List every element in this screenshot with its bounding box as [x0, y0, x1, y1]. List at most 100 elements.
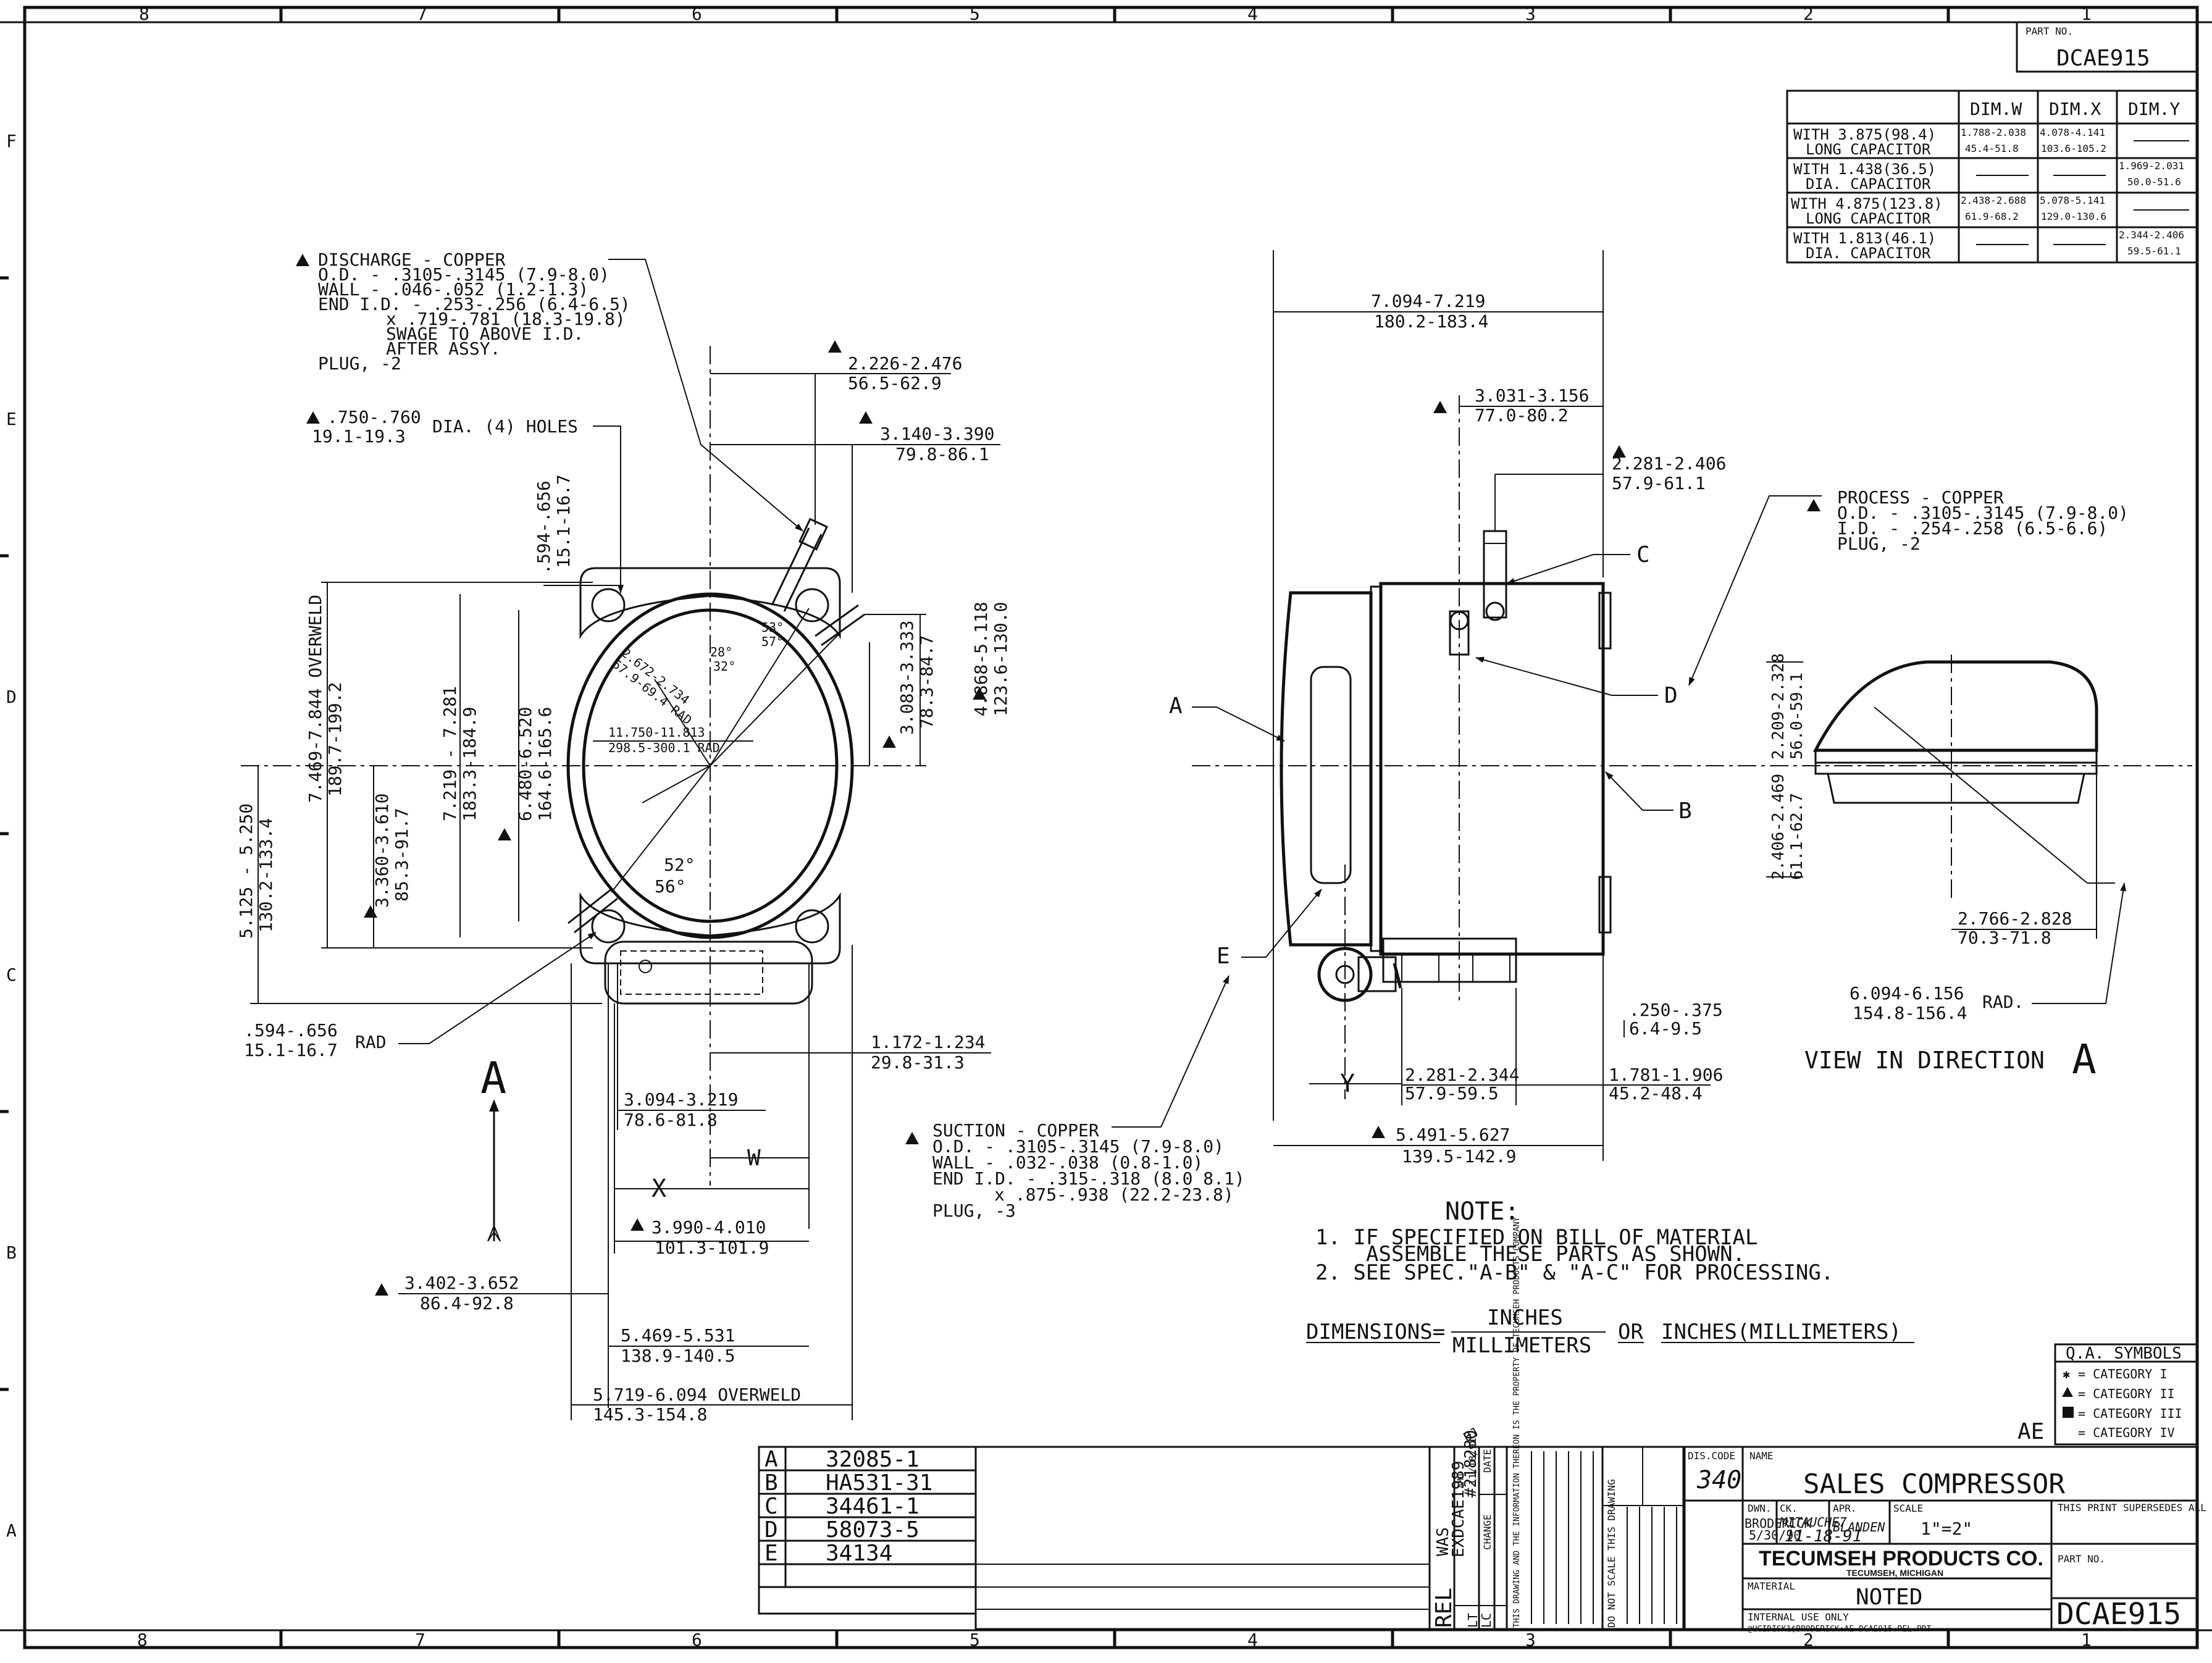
- dim-table-row-label: WITH 1.438(36.5): [1793, 161, 1936, 178]
- part-key: C: [765, 1494, 778, 1519]
- parts-list-table: A 32085-1 B HA531-31 C 34461-1 D 58073-5…: [758, 1446, 1431, 1630]
- dim-4868-v-mm: 123.6-130.0: [991, 602, 1011, 716]
- label-a: A: [1169, 693, 1183, 719]
- col-label-top: 8: [139, 4, 149, 24]
- dim-2281a-mm: 57.9-61.1: [1612, 473, 1706, 493]
- dims-label: DIMENSIONS=: [1306, 1320, 1445, 1344]
- dim-7219-v: 7.219 - 7.281: [440, 686, 460, 821]
- dim-overweld-v-mm: 189.7-199.2: [325, 682, 345, 797]
- tb-apr: BLANDEN: [1833, 1520, 1885, 1535]
- part-value: 34134: [826, 1541, 892, 1566]
- col-label-bottom: 6: [692, 1630, 702, 1650]
- dim-594-v-mm: 15.1-16.7: [553, 474, 574, 568]
- dim-5469: 5.469-5.531: [621, 1325, 735, 1346]
- rev-lt: LT: [1465, 1613, 1480, 1628]
- rev-exd: EXDCAE1989: [1449, 1460, 1468, 1557]
- tb-file: @UGIDISK1$BRODERICK:AE-DCAE915.REL.PRT: [1748, 1625, 1932, 1634]
- discharge-title: DISCHARGE - COPPER: [318, 249, 506, 270]
- suction-wall: WALL - .032-.038 (0.8-1.0): [932, 1152, 1203, 1173]
- process-title: PROCESS - COPPER: [1837, 487, 2004, 508]
- left-view-annotations: DISCHARGE - COPPER O.D. - .3105-.3145 (7…: [236, 249, 1245, 1425]
- dim-table-row-label: LONG CAPACITOR: [1806, 141, 1931, 158]
- dim-3094: 3.094-3.219: [624, 1089, 738, 1110]
- angle-53: 53°: [761, 620, 784, 635]
- dim-table-cell: 103.6-105.2: [2041, 143, 2106, 154]
- tb-dwn-h: DWN.: [1748, 1502, 1772, 1514]
- part-value: 34461-1: [826, 1494, 920, 1519]
- mount-hole: [795, 588, 829, 622]
- dim-table-cell: 4.078-4.141: [2040, 127, 2105, 138]
- dim-table-header: DIM.W: [1970, 99, 2022, 119]
- qa-triangle-icon: [2062, 1386, 2073, 1397]
- qa-cat-4: = CATEGORY IV: [2078, 1425, 2175, 1440]
- rev-rel: REL: [1431, 1588, 1457, 1628]
- notes-block: NOTE: 1. IF SPECIFIED ON BILL OF MATERIA…: [1306, 1197, 1914, 1358]
- dim-table-row-label: DIA. CAPACITOR: [1806, 245, 1931, 262]
- angle-56: 56°: [655, 876, 686, 897]
- dim-6480-v-mm: 164.6-165.6: [535, 707, 555, 821]
- dim-7094-mm: 180.2-183.4: [1374, 311, 1488, 332]
- rev-lc: LC: [1479, 1613, 1494, 1628]
- dim-2226-mm: 56.5-62.9: [848, 373, 942, 393]
- dim-3140-mm: 79.8-86.1: [895, 444, 989, 464]
- dim-3083-v: 3.083-3.333: [897, 621, 917, 735]
- label-d: D: [1664, 683, 1678, 708]
- dim-3083-v-mm: 78.3-84.7: [916, 635, 937, 729]
- rev-scale-note: DO NOT SCALE THIS DRAWING: [1606, 1479, 1617, 1628]
- label-c: C: [1636, 542, 1650, 568]
- dim-250: .250-.375: [1629, 1000, 1723, 1020]
- col-label-bottom: 8: [137, 1630, 148, 1650]
- discharge-swage: SWAGE TO ABOVE I.D.: [386, 324, 584, 344]
- dim-6094-rad: RAD.: [1982, 992, 2024, 1012]
- part-key: E: [765, 1541, 778, 1566]
- part-key: D: [765, 1517, 778, 1543]
- tb-dis-code-h: DIS.CODE: [1688, 1450, 1735, 1462]
- dims-mm: MILLIMETERS: [1452, 1333, 1591, 1358]
- qa-cat-1: = CATEGORY I: [2078, 1367, 2168, 1381]
- dim-6094: 6.094-6.156: [1850, 983, 1964, 1003]
- tb-company: TECUMSEH PRODUCTS CO.: [1759, 1547, 2043, 1570]
- label-e: E: [1217, 944, 1230, 969]
- discharge-od: O.D. - .3105-.3145 (7.9-8.0): [318, 264, 610, 285]
- holes-in: .750-.760: [327, 407, 421, 427]
- dim-3360-v-mm: 85.3-91.7: [392, 808, 412, 902]
- rad-594: .594-.656: [244, 1020, 338, 1041]
- tb-dis-code: 340: [1696, 1466, 1741, 1494]
- dim-250-mm: 6.4-9.5: [1629, 1018, 1702, 1039]
- rev-legal: THIS DRAWING AND THE INFORMATION THEREON…: [1512, 1217, 1522, 1628]
- qa-star-icon: ✱: [2063, 1367, 2070, 1381]
- column-ticks-top: [279, 7, 1950, 1648]
- dims-inches: INCHES: [1487, 1305, 1563, 1330]
- dim-1172-mm: 29.8-31.3: [871, 1052, 965, 1073]
- tb-internal: INTERNAL USE ONLY: [1748, 1611, 1849, 1623]
- dims-or: OR: [1618, 1320, 1643, 1344]
- qa-cat-3: = CATEGORY III: [2078, 1406, 2182, 1421]
- tb-city: TECUMSEH, MICHIGAN: [1846, 1568, 1943, 1578]
- col-label-bottom: 2: [1803, 1630, 1814, 1650]
- tb-material: NOTED: [1856, 1585, 1922, 1610]
- dim-594-v: .594-.656: [534, 480, 554, 574]
- note-title: NOTE:: [1445, 1197, 1519, 1226]
- col-label-bottom: 3: [1525, 1630, 1536, 1650]
- discharge-tube: [771, 517, 829, 612]
- terminal-box: [604, 940, 813, 1005]
- qa-cat-2: = CATEGORY II: [2078, 1386, 2175, 1401]
- angle-28: 28°: [710, 645, 732, 660]
- dim-2406-v-mm: 61.1-62.7: [1788, 793, 1806, 880]
- dim-3360-v: 3.360-3.610: [372, 794, 392, 908]
- part-value: 32085-1: [826, 1447, 920, 1472]
- suction-od: O.D. - .3105-.3145 (7.9-8.0): [932, 1136, 1224, 1157]
- dim-1781-mm: 45.2-48.4: [1609, 1083, 1703, 1104]
- view-a-letter: A: [480, 1053, 506, 1104]
- discharge-x: x .719-.781 (18.3-19.8): [386, 309, 626, 329]
- dim-3402: 3.402-3.652: [404, 1273, 519, 1293]
- dim-3990-mm: 101.3-101.9: [655, 1238, 769, 1258]
- rev-change-h: CHANGE: [1481, 1514, 1493, 1550]
- tb-part: DCAE915: [2056, 1597, 2181, 1632]
- suction-tube: [568, 888, 618, 934]
- tb-scale-h: SCALE: [1893, 1502, 1923, 1514]
- note-2: 2. SEE SPEC."A-B" & "A-C" FOR PROCESSING…: [1315, 1260, 1833, 1285]
- row-label: D: [6, 687, 17, 707]
